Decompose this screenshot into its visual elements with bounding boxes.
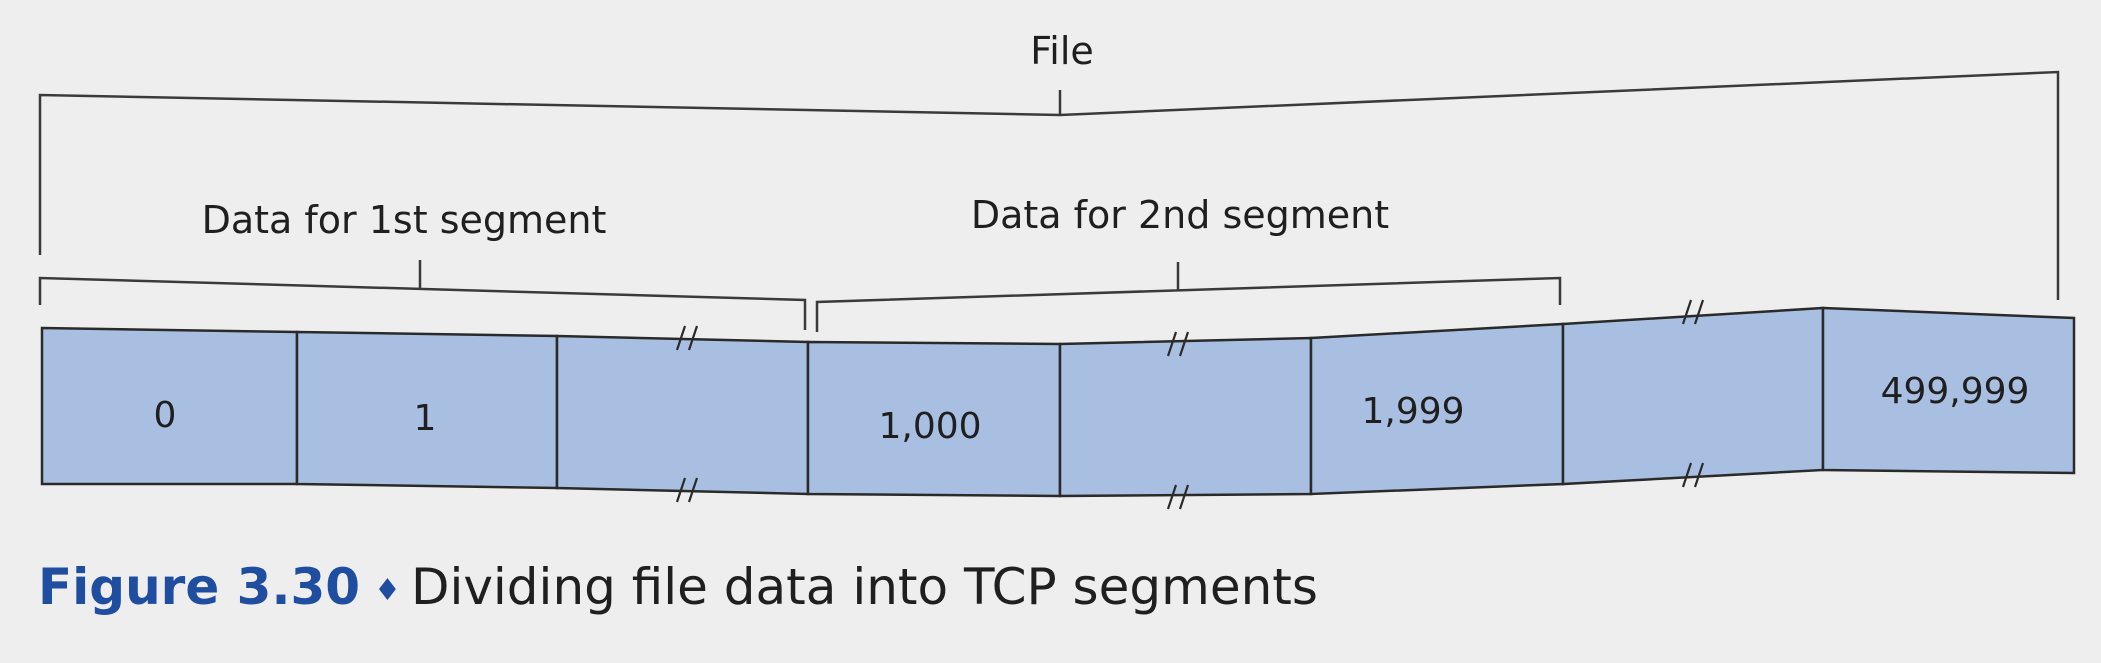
segment1-label: Data for 1st segment (202, 198, 607, 242)
cell-value-1000: 1,000 (878, 406, 981, 447)
break-mark-bottom-3 (1681, 462, 1705, 488)
cell-value-0: 0 (154, 395, 177, 436)
segment1-brace (38, 260, 807, 330)
break-mark-top-1 (675, 325, 699, 351)
figure-caption: Figure 3.30 ♦Dividing file data into TCP … (38, 555, 1318, 623)
diamond-icon: ♦ (374, 572, 401, 608)
file-label: File (1030, 29, 1094, 73)
break-mark-top-3 (1681, 299, 1705, 325)
byte-cell-gap-1 (555, 334, 810, 496)
byte-cell-gap-3 (1561, 306, 1825, 486)
break-mark-top-2 (1166, 331, 1190, 357)
cell-value-1: 1 (414, 398, 437, 439)
tcp-segment-diagram: File Data for 1st segment Data for 2nd s… (38, 29, 2076, 510)
file-brace (38, 70, 2060, 300)
figure-number: Figure 3.30 (38, 558, 361, 616)
byte-cell-499999 (1821, 306, 2076, 475)
segment2-label: Data for 2nd segment (971, 193, 1389, 237)
caption-text: Dividing file data into TCP segments (410, 558, 1318, 616)
cell-value-1999: 1,999 (1361, 391, 1464, 432)
segment2-brace (815, 262, 1562, 332)
break-mark-bottom-2 (1166, 484, 1190, 510)
break-mark-bottom-1 (675, 477, 699, 503)
byte-cell-gap-2 (1058, 336, 1313, 498)
cell-value-499999: 499,999 (1881, 371, 2030, 412)
